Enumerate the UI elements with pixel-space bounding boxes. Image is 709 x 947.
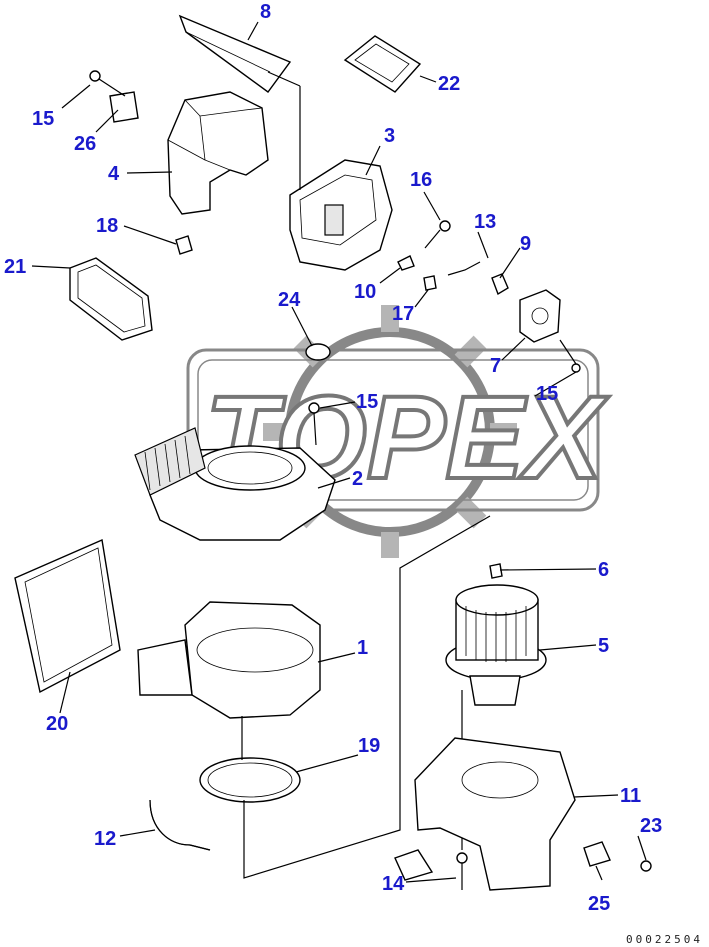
part-5-blower-motor [445,584,547,850]
part-15-screw-mid [308,402,320,446]
callout-26: 26 [74,133,96,155]
callout-20: 20 [46,713,68,735]
callout-2: 2 [352,468,363,490]
callout-19: 19 [358,735,380,757]
part-10-clip [397,255,415,271]
part-17-bolt [423,275,437,291]
part-9-link [491,273,509,296]
part-24-grommet [305,343,331,361]
part-3-housing [289,86,393,271]
part-21-filter-frame [69,257,153,341]
callout-12: 12 [94,828,116,850]
part-20-gasket [14,538,121,694]
part-12-hose [149,799,211,851]
callout-11: 11 [620,785,641,807]
callout-3: 3 [384,125,395,147]
callout-8: 8 [260,1,271,23]
callout-24: 24 [278,289,301,311]
callout-15: 15 [32,108,54,130]
callout-10: 10 [354,281,376,303]
callout-17: 17 [392,303,414,325]
part-4-duct [167,91,269,215]
callout-22: 22 [438,73,460,95]
part-13-rod [447,261,481,276]
part-8-door [178,14,301,93]
drawing-number: 00022504 [626,933,703,946]
callout-14: 14 [382,873,405,895]
part-14-bolt [456,852,468,890]
callout-1: 1 [357,637,368,659]
callout-labels: 8 22 15 26 3 4 16 13 18 9 21 10 24 17 7 … [4,1,662,915]
leader-lines [31,21,647,883]
part-25-connector [583,841,611,867]
callout-6: 6 [598,559,609,581]
part-2-upper-case [134,427,336,541]
part-18-nut [175,235,193,255]
callout-15-right: 15 [536,383,558,405]
part-19-ring [199,757,301,803]
part-22-gasket [343,35,422,93]
callout-15-mid: 15 [356,391,378,413]
part-11-bracket [394,737,576,891]
callout-25: 25 [588,893,610,915]
part-16-screw [424,220,451,249]
callout-4: 4 [108,163,120,185]
part-23-bolt [640,860,652,872]
callout-5: 5 [598,635,609,657]
callout-9: 9 [520,233,531,255]
callout-7: 7 [490,355,501,377]
part-6-clip [489,563,503,579]
callout-16: 16 [410,169,432,191]
callout-18: 18 [96,215,118,237]
part-1-lower-case [137,601,321,719]
callout-23: 23 [640,815,662,837]
callout-13: 13 [474,211,496,233]
callout-21: 21 [4,256,26,278]
part-26-bracket [89,70,139,123]
